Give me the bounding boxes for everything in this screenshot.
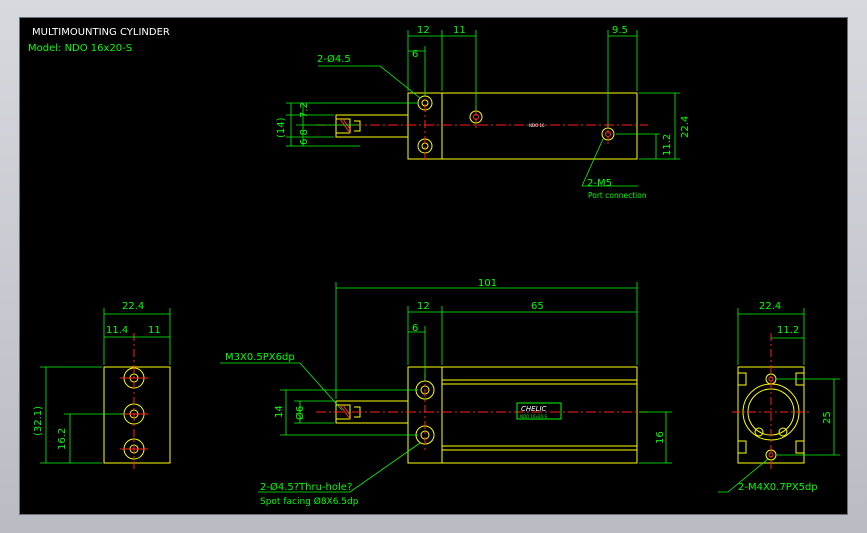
top-dim-6: 6 (412, 49, 418, 60)
top-dim-7-2: 7.2 (299, 102, 310, 118)
front-dim-65: 65 (531, 301, 544, 312)
drawing-title: MULTIMOUNTING CYLINDER (32, 27, 170, 38)
front-brand-label: CHELIC (521, 405, 547, 413)
front-dim-12: 12 (417, 301, 430, 312)
left-dim-11: 11 (148, 325, 161, 336)
right-view: 22.4 11.2 25 2-M4X0.7PX5dp (718, 301, 840, 493)
front-dim-14: 14 (274, 405, 285, 418)
right-dim-11-2: 11.2 (777, 325, 799, 336)
right-dim-22-4: 22.4 (759, 301, 781, 312)
right-thread-label: 2-M4X0.7PX5dp (738, 482, 818, 493)
top-port-note: Port connection (588, 191, 647, 200)
front-dim-16: 16 (655, 431, 666, 444)
left-dim-32-1: (32.1) (33, 406, 44, 436)
left-dim-11-4: 11.4 (106, 325, 128, 336)
top-rod (335, 114, 409, 138)
top-dim-11: 11 (453, 25, 466, 36)
drawing-model: Model: NDO 16x20-S (28, 43, 132, 54)
top-port-1 (469, 110, 483, 124)
front-nameplate (516, 402, 562, 420)
top-dim-14: (14) (276, 117, 287, 138)
left-body (103, 366, 171, 464)
top-port-label: 2-M5 (587, 178, 612, 189)
top-dim-12: 12 (417, 25, 430, 36)
front-body (441, 366, 638, 464)
top-holes-label: 2-Ø4.5 (317, 53, 351, 65)
left-dim-16-2: 16.2 (57, 428, 68, 450)
right-dim-25: 25 (822, 411, 833, 424)
left-dim-22-4: 22.4 (122, 301, 144, 312)
top-dim-11-2: 11.2 (662, 134, 673, 156)
cad-drawing: MULTIMOUNTING CYLINDER Model: NDO 16x20-… (28, 25, 840, 507)
front-dim-6-dia: Ø6 (294, 406, 306, 420)
top-view: NDO 16 (276, 25, 691, 200)
top-dim-22-4: 22.4 (680, 116, 691, 138)
top-body (441, 92, 638, 160)
top-dimensions (286, 30, 680, 187)
front-hole-label: 2-Ø4.5?Thru-hole? (260, 481, 352, 493)
top-body-label: NDO 16 (529, 123, 545, 128)
top-dim-9-5: 9.5 (612, 25, 628, 36)
top-dim-6-8: 6.8 (299, 129, 310, 145)
front-thread-label: M3X0.5PX6dp (225, 352, 295, 363)
drawing-canvas[interactable]: MULTIMOUNTING CYLINDER Model: NDO 16x20-… (20, 18, 847, 514)
left-view: 22.4 11.4 11 (32.1) 16.2 (33, 301, 171, 470)
front-dim-101: 101 (478, 278, 497, 289)
front-dim-6: 6 (412, 323, 418, 334)
front-spot-label: Spot facing Ø8X6.5dp (260, 496, 359, 507)
front-body-label: NDO 16x20-S (520, 414, 547, 419)
front-view: CHELIC NDO 16x20-S 101 12 65 (220, 278, 672, 507)
